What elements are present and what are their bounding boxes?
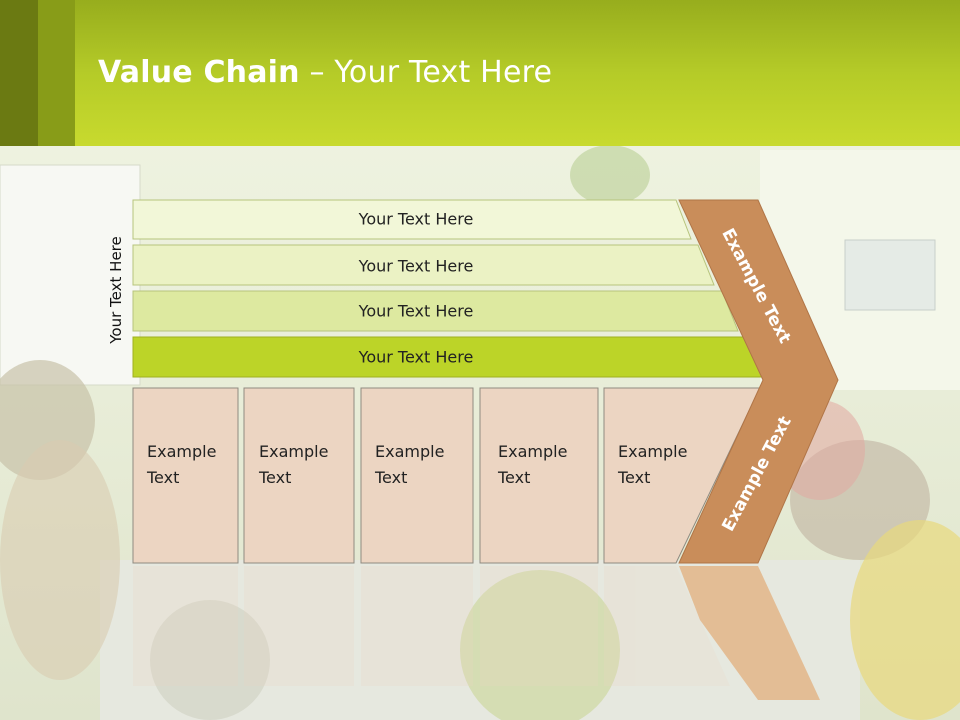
support-row-3	[132, 290, 739, 332]
margin-chevron	[678, 199, 839, 564]
box-5-line-2: Text	[618, 468, 651, 487]
support-row-3-label: Your Text Here	[358, 301, 474, 321]
page-title: Value Chain – Your Text Here	[98, 55, 552, 90]
box-5-line-1: Example	[618, 442, 688, 461]
support-row-1-label: Your Text Here	[358, 209, 474, 229]
primary-box-2	[243, 387, 355, 564]
support-row-2	[132, 244, 715, 286]
box-1-line-1: Example	[147, 442, 217, 461]
title-bold: Value Chain	[98, 55, 300, 90]
box-2-line-2: Text	[259, 468, 292, 487]
box-1-line-2: Text	[147, 468, 180, 487]
primary-box-4	[479, 387, 599, 564]
chevron-reflection	[679, 566, 820, 700]
primary-box-1	[132, 387, 239, 564]
support-row-2-label: Your Text Here	[358, 256, 474, 276]
diagram-reflection	[133, 566, 730, 686]
support-rows	[132, 199, 763, 378]
primary-box-5	[603, 387, 761, 564]
title-rest: – Your Text Here	[299, 55, 553, 90]
box-2-line-1: Example	[259, 442, 329, 461]
primary-boxes	[132, 387, 761, 564]
box-4-line-2: Text	[498, 468, 531, 487]
support-row-1	[132, 199, 692, 240]
box-3-line-2: Text	[375, 468, 408, 487]
support-row-4-label: Your Text Here	[358, 347, 474, 367]
box-4-line-1: Example	[498, 442, 568, 461]
box-3-line-1: Example	[375, 442, 445, 461]
primary-box-3	[360, 387, 474, 564]
